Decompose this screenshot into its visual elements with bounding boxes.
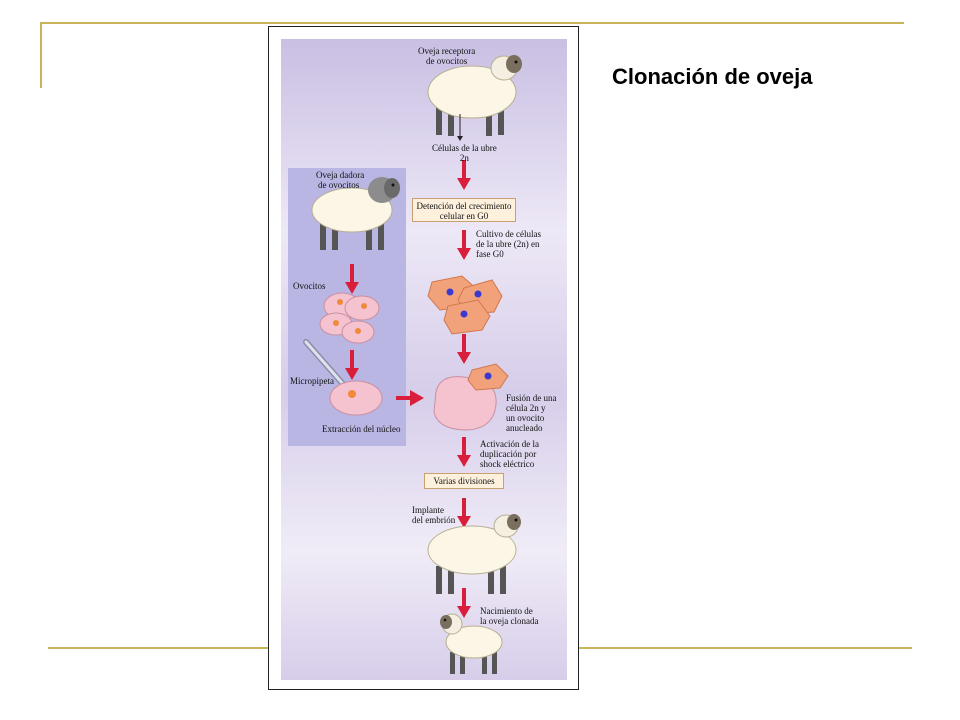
arrow-icon [457, 588, 471, 618]
donor-sheep-label: Oveja dadora de ovocitos [316, 170, 364, 190]
label-line: de ovocitos [426, 56, 468, 66]
arrow-right-icon [396, 390, 424, 406]
recipient-sheep-label: Oveja receptora de ovocitos [418, 46, 475, 66]
label-line: Cultivo de células [476, 229, 541, 239]
culture-label: Cultivo de células de la ubre (2n) en fa… [476, 229, 541, 259]
label-line: Células de la ubre [432, 143, 497, 153]
label-line: célula 2n y [506, 403, 546, 413]
label-line: Implante [412, 505, 444, 515]
left-rule [40, 22, 42, 88]
arrow-icon [457, 498, 471, 528]
nucleus-extraction-label: Extracción del núcleo [322, 424, 401, 434]
micropipette-label: Micropipeta [290, 376, 334, 386]
recipient-sheep-icon [427, 55, 522, 136]
label-line: Oveja dadora [316, 170, 365, 180]
label-line: un ovocito [506, 413, 545, 423]
fusion-label: Fusión de una célula 2n y un ovocito anu… [506, 393, 557, 433]
oocytes-icon [319, 292, 380, 344]
label-line: la oveja clonada [480, 616, 539, 626]
cloned-lamb-icon [440, 613, 503, 674]
label-line: 2n [459, 153, 469, 163]
arrow-icon [457, 437, 471, 467]
donor-sheep-icon [311, 177, 400, 250]
arrow-icon [457, 160, 471, 190]
label-line: celular en G0 [439, 211, 489, 221]
label-line: fase G0 [476, 249, 504, 259]
surrogate-sheep-icon [427, 514, 521, 594]
arrow-icon [457, 334, 471, 364]
label-line: del embrión [412, 515, 456, 525]
activation-label: Activación de la duplicación por shock e… [480, 439, 539, 469]
label-line: Nacimiento de [480, 606, 533, 616]
udder-cells-label: Células de la ubre 2n [432, 143, 497, 163]
udder-cells-icon [427, 275, 503, 335]
label-line: duplicación por [480, 449, 537, 459]
growth-arrest-box: Detención del crecimiento celular en G0 [412, 198, 516, 222]
label-line: Activación de la [480, 439, 539, 449]
label-line: shock eléctrico [480, 459, 535, 469]
fusion-icon [433, 363, 509, 431]
slide-title: Clonación de oveja [612, 64, 813, 89]
arrow-icon [457, 230, 471, 260]
label-line: Fusión de una [506, 393, 557, 403]
implant-label: Implante del embrión [412, 505, 455, 525]
label-line: Oveja receptora [418, 46, 476, 56]
label-line: anucleado [506, 423, 543, 433]
label-line: de ovocitos [318, 180, 360, 190]
divisions-box: Varias divisiones [424, 473, 504, 489]
arrow-icon [345, 264, 359, 294]
label-line: de la ubre (2n) en [476, 239, 540, 249]
enucleated-oocyte-icon [329, 380, 383, 416]
oocytes-label: Ovocitos [293, 281, 326, 291]
label-line: Detención del crecimiento [416, 201, 512, 211]
top-rule [40, 22, 904, 24]
arrow-icon [345, 350, 359, 380]
birth-label: Nacimiento de la oveja clonada [480, 606, 538, 626]
